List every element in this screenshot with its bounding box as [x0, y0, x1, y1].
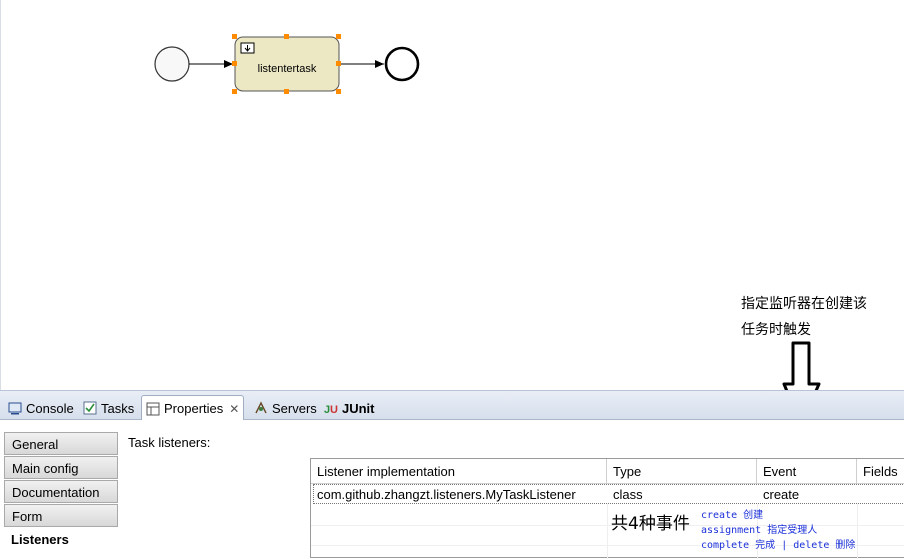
sidebar-item-listeners[interactable]: Listeners: [4, 528, 118, 551]
sidebar-item-form[interactable]: Form: [4, 504, 118, 527]
grid-divider: [311, 545, 904, 546]
grid-divider: [757, 504, 758, 559]
annotation-line-2: 任务时触发: [741, 322, 811, 338]
table-row[interactable]: [313, 484, 904, 504]
diagram-canvas[interactable]: listentertask 指定监听器在创建该 任务时触发: [0, 0, 904, 390]
sidebar-item-general[interactable]: General: [4, 432, 118, 455]
tab-servers[interactable]: Servers: [250, 395, 321, 421]
event-complete-delete-note: complete 完成 | delete 删除: [701, 540, 856, 551]
tab-label: Console: [26, 400, 74, 416]
end-event[interactable]: [384, 46, 420, 82]
grid-divider: [857, 504, 858, 559]
cell-implementation: com.github.zhangzt.listeners.MyTaskListe…: [317, 487, 576, 502]
sidebar-item-label: Documentation: [12, 485, 100, 500]
tab-properties[interactable]: Properties ✕: [141, 395, 245, 421]
tab-label: Servers: [272, 400, 317, 416]
sidebar-item-label: Form: [12, 509, 43, 524]
properties-icon: [146, 402, 160, 416]
annotation-line-1: 指定监听器在创建该: [741, 296, 867, 312]
svg-text:U: U: [330, 404, 338, 415]
listeners-panel: Task listeners: Listener implementation …: [120, 420, 904, 559]
sidebar-item-label: General: [12, 437, 59, 452]
down-arrow-icon: [782, 341, 821, 390]
sidebar-item-label: Main config: [12, 461, 79, 476]
tab-console[interactable]: Console: [4, 395, 78, 421]
events-count-note: 共4种事件: [611, 514, 690, 534]
sidebar-item-main-config[interactable]: Main config: [4, 456, 118, 479]
grid-divider: [311, 525, 904, 526]
properties-sidebar: General Main config Documentation Form L…: [0, 420, 120, 556]
selection-handles[interactable]: [232, 34, 341, 94]
tab-label: Tasks: [101, 400, 135, 416]
event-assignment-note: assignment 指定受理人: [701, 525, 818, 536]
listeners-table[interactable]: Listener implementation Type Event Field…: [310, 458, 904, 559]
column-header-fields[interactable]: Fields: [857, 459, 904, 484]
cell-fields: [857, 484, 904, 504]
tab-tasks[interactable]: Tasks: [79, 395, 138, 421]
task-listeners-heading: Task listeners:: [128, 435, 211, 450]
column-header-type[interactable]: Type: [607, 459, 757, 484]
tab-label: JUnit: [342, 400, 375, 416]
event-create-note: create 创建: [701, 510, 764, 521]
close-icon[interactable]: ✕: [229, 401, 240, 416]
bpmn-diagram: listentertask: [154, 34, 821, 390]
task-label: listentertask: [258, 63, 317, 75]
cell-type: class: [613, 487, 643, 502]
servers-icon: [254, 401, 268, 415]
console-icon: [8, 401, 22, 415]
grid-divider: [607, 504, 608, 559]
column-header-implementation[interactable]: Listener implementation: [311, 459, 607, 484]
tab-label: Properties: [164, 401, 224, 416]
start-event[interactable]: [154, 46, 190, 82]
tasks-icon: [83, 401, 97, 415]
column-header-event[interactable]: Event: [757, 459, 857, 484]
sidebar-item-label: Listeners: [11, 532, 69, 547]
svg-text:J: J: [324, 404, 330, 415]
sidebar-item-documentation[interactable]: Documentation: [4, 480, 118, 503]
cell-event: create: [763, 487, 800, 502]
